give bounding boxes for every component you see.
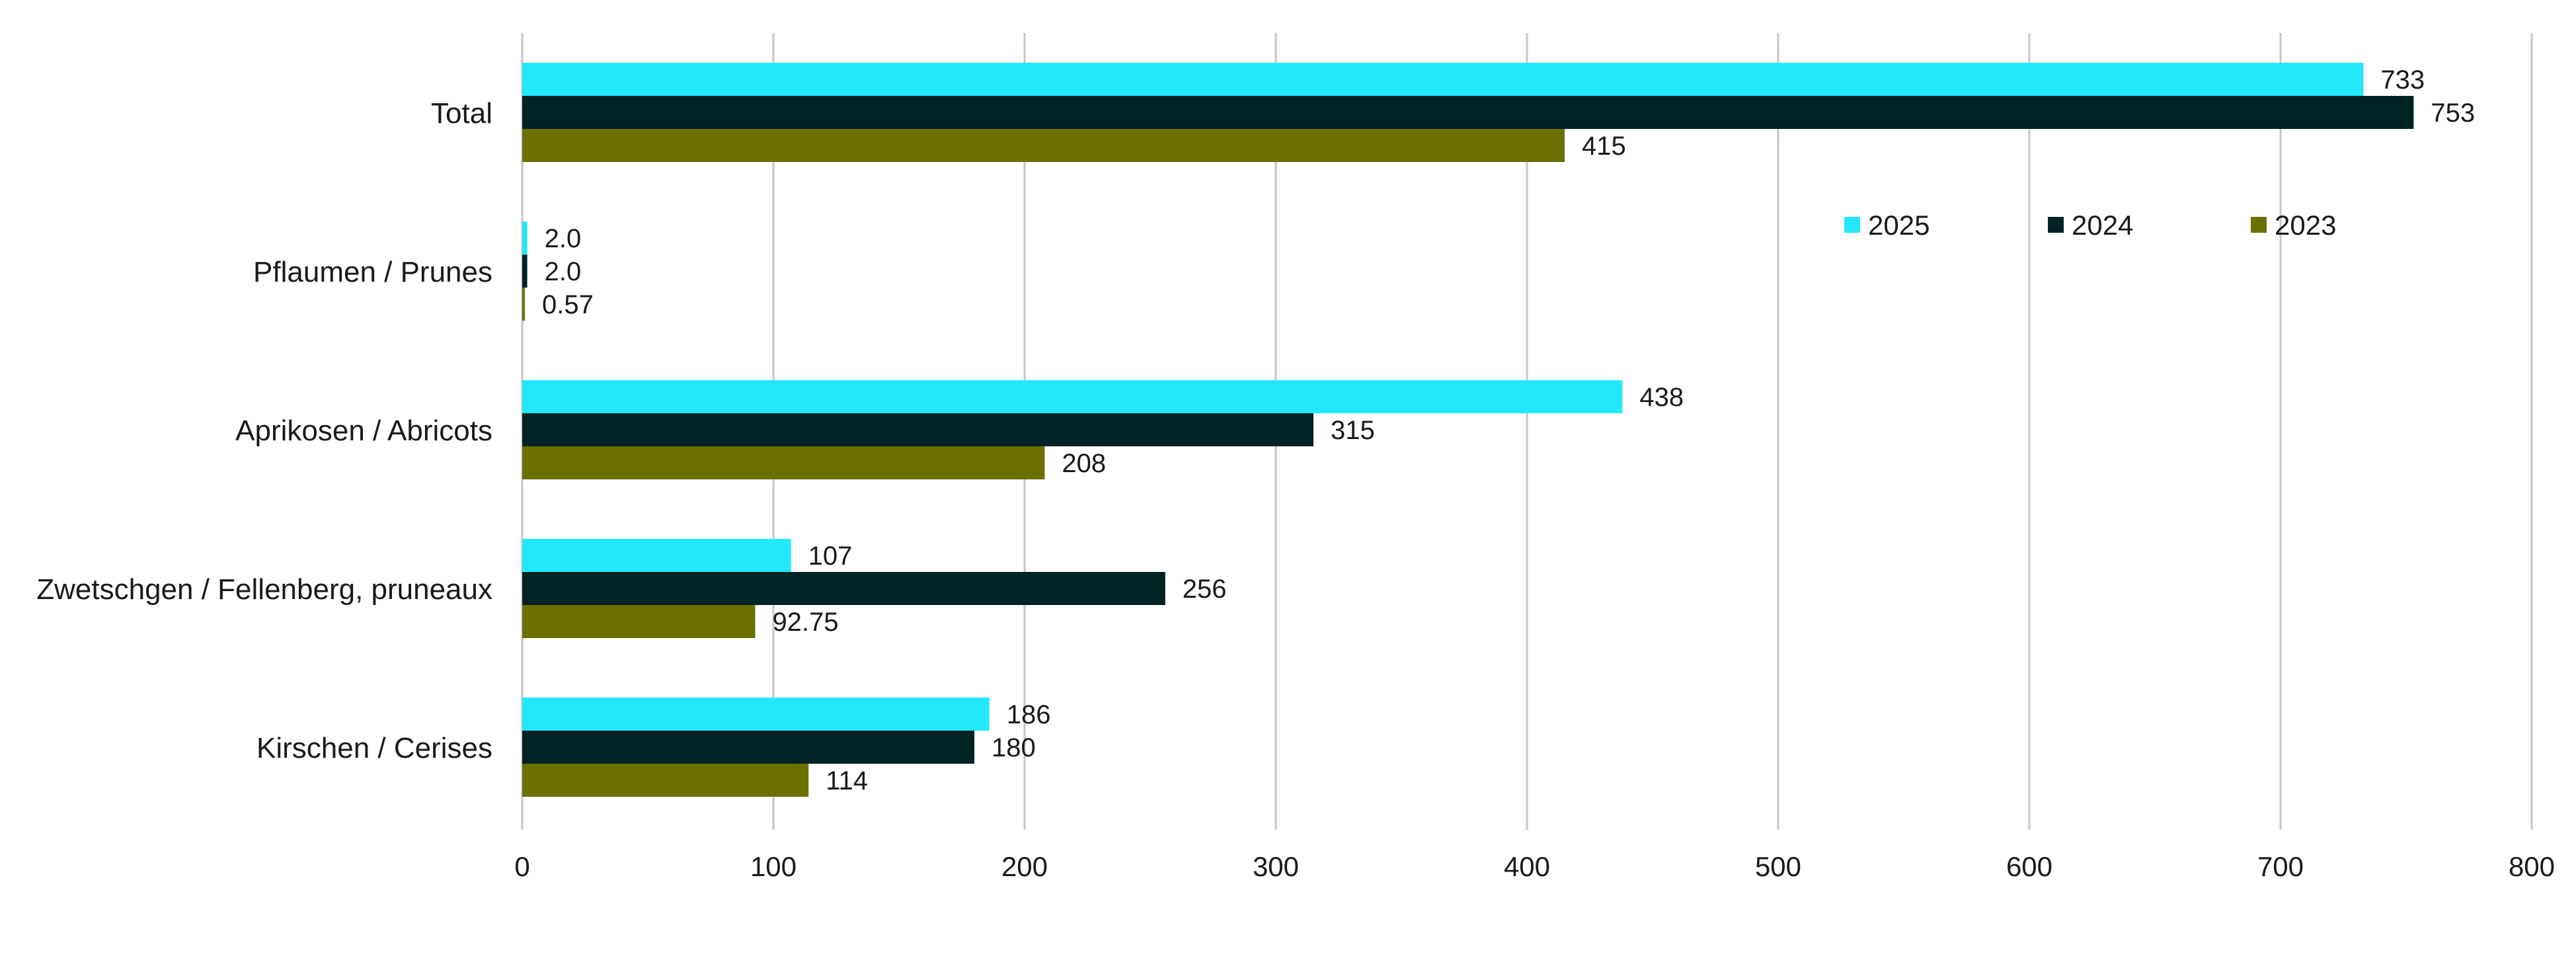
bar-2025 — [522, 698, 990, 731]
x-tick-label: 600 — [2006, 851, 2052, 882]
category-label: Pflaumen / Prunes — [253, 256, 492, 288]
data-label-2023: 208 — [1062, 449, 1106, 478]
data-label-2024: 315 — [1331, 416, 1375, 445]
bar-2025 — [522, 222, 527, 255]
bar-2025 — [522, 63, 2364, 96]
x-tick-label: 0 — [514, 851, 529, 882]
x-tick-label: 400 — [1504, 851, 1550, 882]
category-label: Zwetschgen / Fellenberg, pruneaux — [36, 573, 492, 606]
x-tick-label: 200 — [1001, 851, 1048, 882]
data-label-2023: 92.75 — [772, 608, 838, 637]
bar-2023 — [522, 288, 525, 321]
legend-swatch-2025 — [1844, 217, 1860, 233]
x-tick-label: 100 — [750, 851, 797, 882]
data-label-2025: 186 — [1007, 700, 1051, 729]
legend-swatch-2023 — [2251, 217, 2267, 233]
x-tick-label: 800 — [2509, 851, 2555, 882]
bar-2024 — [522, 413, 1313, 446]
x-tick-label: 500 — [1755, 851, 1801, 882]
bar-2024 — [522, 731, 974, 764]
bar-2023 — [522, 446, 1045, 479]
legend-swatch-2024 — [2048, 217, 2064, 233]
bar-2025 — [522, 539, 791, 572]
bar-2024 — [522, 572, 1165, 605]
data-label-2024: 753 — [2431, 99, 2475, 128]
gridlines — [521, 33, 2533, 830]
data-label-2025: 438 — [1639, 383, 1684, 412]
data-label-2025: 107 — [808, 542, 853, 571]
data-label-2024: 180 — [992, 733, 1036, 762]
data-label-2024: 256 — [1183, 575, 1227, 604]
data-label-2025: 733 — [2380, 65, 2425, 95]
bar-2024 — [522, 255, 527, 288]
bar-2025 — [522, 380, 1623, 413]
category-label: Kirschen / Cerises — [256, 732, 492, 764]
category-label: Total — [431, 97, 492, 130]
bars — [522, 63, 2414, 797]
legend: 2025 2024 2023 — [1844, 210, 2336, 241]
bar-2023 — [522, 605, 756, 638]
x-tick-label: 700 — [2257, 851, 2304, 882]
data-label-2023: 0.57 — [542, 290, 594, 319]
data-label-2023: 114 — [826, 766, 868, 795]
legend-label-2025: 2025 — [1868, 210, 1930, 241]
bar-2023 — [522, 129, 1565, 162]
bar-2024 — [522, 96, 2414, 129]
legend-label-2024: 2024 — [2072, 210, 2133, 241]
legend-label-2023: 2023 — [2275, 210, 2336, 241]
data-label-2025: 2.0 — [545, 224, 582, 253]
x-axis-tick-labels: 0 100 200 300 400 500 600 700 800 — [514, 851, 2555, 882]
x-tick-label: 300 — [1253, 851, 1299, 882]
data-label-2024: 2.0 — [545, 257, 582, 286]
category-label: Aprikosen / Abricots — [235, 415, 492, 447]
bar-2023 — [522, 764, 809, 797]
data-label-2023: 415 — [1582, 132, 1626, 161]
